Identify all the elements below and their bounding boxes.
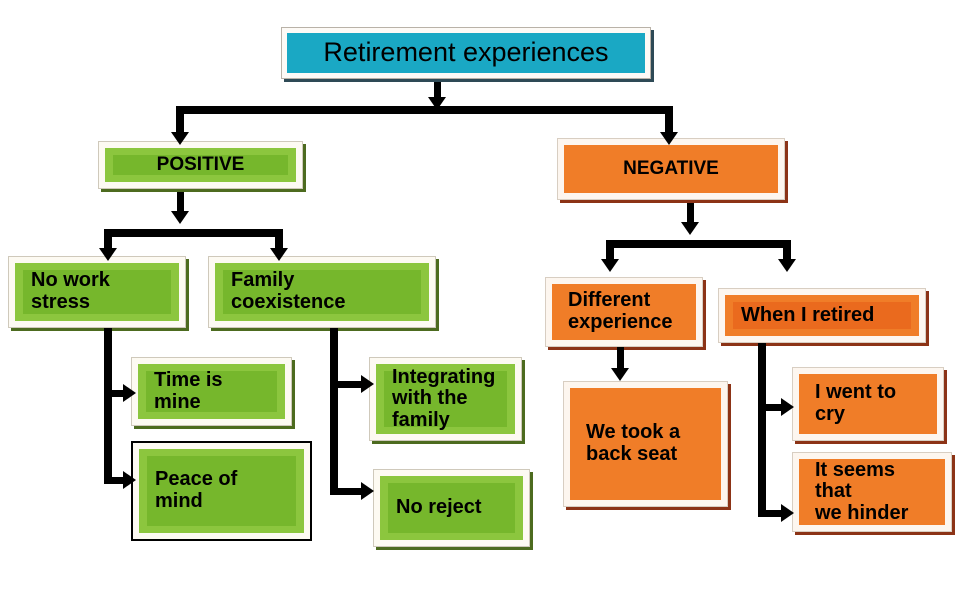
node-theme-when-i-retired: When I retired: [718, 288, 926, 343]
arrow-whenretired-down-icon: [778, 259, 796, 272]
connector-whenretired-to-hinder: [758, 510, 784, 517]
node-inner-fill: [223, 270, 421, 314]
arrow-integrating-right-icon: [361, 375, 374, 393]
node-label: Peace of mind: [155, 468, 238, 512]
connector-different-to-backseat: [617, 347, 624, 371]
node-inner-fill: [146, 371, 277, 412]
connector-nowork-to-time: [104, 390, 126, 397]
connector-family-to-noreject: [330, 488, 364, 495]
connector-whenretired-to-cry: [758, 404, 784, 411]
arrow-time-right-icon: [123, 384, 136, 402]
node-subtheme-time-is-mine: Time is mine: [131, 357, 292, 426]
node-label: Retirement experiences: [323, 37, 609, 68]
node-label: It seems that we hinder: [815, 458, 909, 524]
node-branch-negative: NEGATIVE: [557, 138, 785, 200]
connector-family-drop: [330, 328, 338, 495]
node-fill: [799, 374, 937, 434]
connector-root-to-positive: [176, 106, 184, 136]
connector-whenretired-drop: [758, 343, 766, 517]
arrow-root-down-icon: [428, 97, 446, 110]
node-branch-positive: POSITIVE: [98, 141, 303, 189]
connector-root-stem: [434, 82, 441, 100]
arrow-family-down-icon: [270, 248, 288, 261]
node-fill: [799, 459, 945, 525]
node-label: We took a back seat: [586, 421, 681, 465]
node-label: POSITIVE: [156, 153, 245, 175]
node-inner-fill: [113, 155, 288, 175]
node-theme-family-coexistence: Family coexistence: [208, 256, 436, 328]
node-theme-different-experience: Different experience: [545, 277, 703, 347]
node-subtheme-it-seems-that-we-hinder: It seems that we hinder: [792, 452, 952, 532]
connector-negative-to-different: [606, 240, 614, 262]
node-inner-fill: [733, 302, 911, 329]
arrow-positive-down-icon: [171, 132, 189, 145]
node-inner-fill: [147, 456, 296, 526]
node-subtheme-we-took-a-back-seat: We took a back seat: [563, 381, 728, 507]
node-label: No work stress: [31, 269, 110, 313]
node-subtheme-i-went-to-cry: I went to cry: [792, 367, 944, 441]
node-subtheme-no-reject: No reject: [373, 469, 530, 547]
node-fill: [564, 145, 778, 193]
connector-nowork-to-peace: [104, 477, 126, 484]
node-inner-fill: [388, 483, 515, 533]
connector-negative-to-whenretired: [783, 240, 791, 262]
node-subtheme-integrating-with-family: Integrating with the family: [369, 357, 522, 441]
arrow-negative-down-icon: [660, 132, 678, 145]
node-root-retirement-experiences: Retirement experiences: [281, 27, 651, 79]
node-subtheme-peace-of-mind: Peace of mind: [131, 441, 312, 541]
connector-positive-to-family: [275, 229, 283, 251]
arrow-nowork-down-icon: [99, 248, 117, 261]
node-inner-fill: [23, 270, 171, 314]
connector-positive-to-nowork: [104, 229, 112, 251]
arrow-noreject-right-icon: [361, 482, 374, 500]
connector-root-to-negative: [665, 106, 673, 136]
node-fill: [570, 388, 721, 500]
connector-negative-stem: [687, 203, 694, 225]
connector-root-split-bar: [176, 106, 673, 114]
node-inner-fill: [384, 371, 507, 427]
node-label: Integrating with the family: [392, 365, 496, 431]
arrow-hinder-right-icon: [781, 504, 794, 522]
arrow-peace-right-icon: [123, 471, 136, 489]
node-label: Time is mine: [154, 368, 223, 413]
node-label: Family coexistence: [231, 269, 346, 313]
node-label: Different experience: [568, 289, 673, 333]
arrow-different-down-icon: [601, 259, 619, 272]
arrow-cry-right-icon: [781, 398, 794, 416]
node-label: NEGATIVE: [623, 157, 719, 179]
connector-nowork-drop: [104, 328, 112, 484]
node-label: No reject: [396, 496, 482, 519]
connector-family-to-integrating: [330, 381, 364, 388]
connector-negative-split-bar: [606, 240, 791, 248]
node-label: I went to cry: [815, 381, 897, 425]
node-label: When I retired: [741, 303, 875, 326]
node-theme-no-work-stress: No work stress: [8, 256, 186, 328]
connector-positive-split-bar: [104, 229, 283, 237]
node-fill: [552, 284, 696, 340]
arrow-positive-stem-down-icon: [171, 211, 189, 224]
arrow-negative-stem-down-icon: [681, 222, 699, 235]
node-fill: [287, 33, 645, 73]
arrow-backseat-down-icon: [611, 368, 629, 381]
connector-positive-stem: [177, 192, 184, 214]
